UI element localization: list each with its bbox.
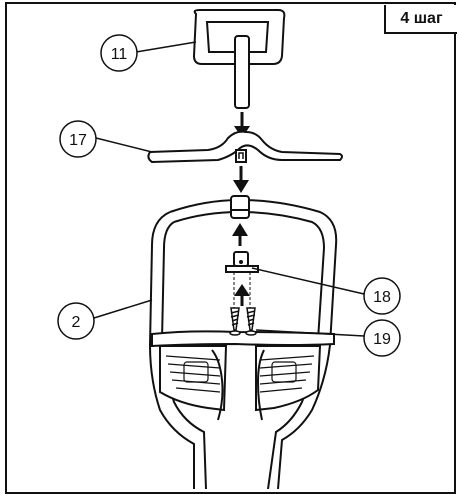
arrow-down-2 [233, 166, 249, 193]
bracket-part [147, 130, 343, 164]
callout-17: 17 [59, 120, 97, 158]
callout-19: 19 [363, 319, 401, 357]
callout-leaders [93, 41, 365, 337]
callout-18-label: 18 [373, 289, 391, 306]
headrest-part [192, 9, 286, 109]
arrow-up-1 [232, 223, 248, 246]
guide-lines [233, 272, 251, 310]
lumbar-support [151, 330, 335, 421]
callout-11-label: 11 [111, 46, 128, 63]
mounting-plate [225, 251, 259, 273]
callout-18: 18 [363, 277, 401, 315]
callout-2: 2 [57, 302, 95, 340]
screws [229, 307, 257, 336]
arrow-up-2 [234, 284, 250, 306]
callout-19-label: 19 [373, 331, 391, 348]
callout-11: 11 [100, 34, 138, 72]
callout-2-label: 2 [72, 314, 81, 331]
frame-clip [230, 195, 250, 219]
callout-17-label: 17 [69, 132, 87, 149]
step-label: 4 шаг [384, 5, 457, 34]
